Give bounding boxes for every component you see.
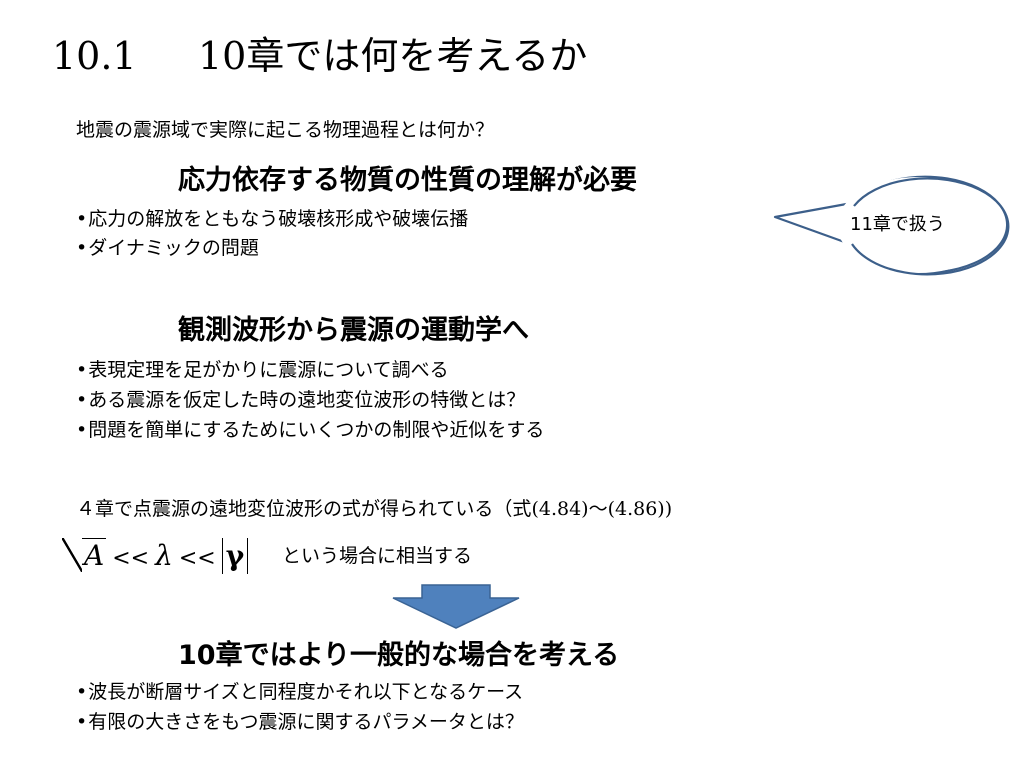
variable-a: A [82, 538, 107, 572]
bullet-dot: • [76, 359, 88, 381]
section2-bullet-1: •表現定理を足がかりに震源について調べる [76, 356, 449, 384]
much-less-than-2: << [178, 546, 216, 571]
down-arrow-icon [392, 584, 520, 629]
bullet-text: ある震源を仮定した時の遠地変位波形の特徴とは？ [88, 389, 526, 411]
bullet-text: ダイナミックの問題 [88, 237, 259, 259]
equation-ref-end: (4.86)) [607, 498, 673, 520]
bullet-dot: • [76, 208, 88, 230]
bullet-text: 波長が断層サイズと同程度かそれ以下となるケース [88, 681, 524, 703]
section-number: 10.1 [52, 34, 137, 78]
gamma-abs: γ [221, 538, 249, 574]
equation-ref-start: (4.84) [531, 498, 589, 520]
section3-bullet-2: •有限の大きさをもつ震源に関するパラメータとは？ [76, 708, 524, 736]
section3-bullet-1: •波長が断層サイズと同程度かそれ以下となるケース [76, 678, 523, 706]
bullet-text: 応力の解放をともなう破壊核形成や破壊伝播 [88, 208, 469, 230]
range-tilde: ～ [588, 498, 608, 520]
section1-bullet-2: •ダイナミックの問題 [76, 234, 259, 262]
section2-bullet-3: •問題を簡単にするためにいくつかの制限や近似をする [76, 416, 544, 444]
bullet-dot: • [76, 681, 88, 703]
sqrt-symbol: A [62, 534, 107, 578]
condition-text: という場合に相当する [282, 545, 473, 567]
bullet-dot: • [76, 419, 88, 441]
section2-heading: 観測波形から震源の運動学へ [178, 315, 529, 346]
reference-note: ４章で点震源の遠地変位波形の式が得られている（式(4.84)～(4.86)) [76, 495, 672, 523]
condition-formula: A<<λ<<γ [62, 534, 249, 581]
bullet-text: 有限の大きさをもつ震源に関するパラメータとは？ [88, 711, 524, 733]
section1-heading: 応力依存する物質の性質の理解が必要 [178, 165, 637, 196]
page-title: 10.1 10章では何を考えるか [52, 30, 587, 82]
section2-bullet-2: •ある震源を仮定した時の遠地変位波形の特徴とは？ [76, 386, 525, 414]
section3-heading: 10章ではより一般的な場合を考える [178, 640, 620, 671]
bullet-dot: • [76, 237, 88, 259]
lambda-symbol: λ [155, 539, 173, 572]
bullet-text: 問題を簡単にするためにいくつかの制限や近似をする [88, 419, 545, 441]
callout-bubble [773, 175, 1010, 276]
bullet-dot: • [76, 711, 88, 733]
callout-text: 11章で扱う [850, 214, 945, 235]
much-less-than-1: << [112, 546, 150, 571]
note-text: ４章で点震源の遠地変位波形の式が得られている（式 [76, 498, 532, 520]
bullet-dot: • [76, 389, 88, 411]
section1-bullet-1: •応力の解放をともなう破壊核形成や破壊伝播 [76, 205, 468, 233]
intro-question: 地震の震源域で実際に起こる物理過程とは何か？ [76, 119, 495, 141]
bullet-text: 表現定理を足がかりに震源について調べる [88, 359, 449, 381]
title-text: 10章では何を考えるか [198, 34, 588, 78]
